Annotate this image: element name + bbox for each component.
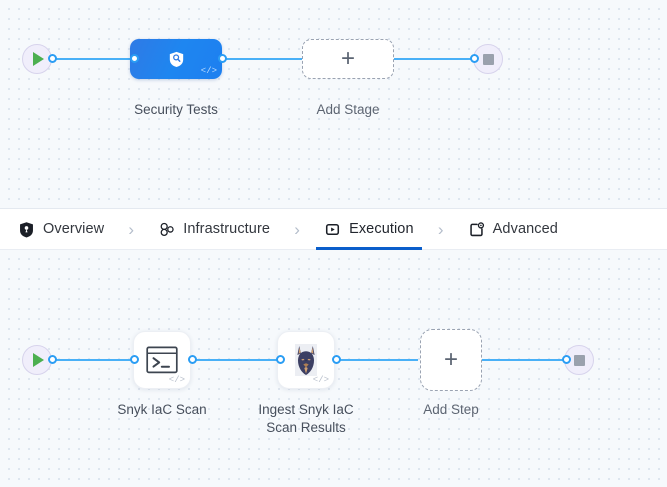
infrastructure-nodes-icon [160, 222, 174, 236]
port-stage-start-out[interactable] [48, 355, 57, 364]
edge-start-to-snyk-scan [52, 359, 134, 361]
stage-config-tabbar[interactable]: Overview › Infrastructure › Execution › … [0, 208, 667, 250]
tab-label: Execution [349, 221, 414, 237]
port-snyk-scan-out[interactable] [188, 355, 197, 364]
tab-advanced[interactable]: Advanced [464, 208, 562, 250]
stage-start-node[interactable] [22, 345, 52, 375]
tab-separator-icon: › [294, 219, 300, 239]
stop-icon [482, 53, 494, 65]
edge-addstage-to-end [390, 58, 474, 60]
edge-addstep-to-end [482, 359, 566, 361]
port-stage-end-in[interactable] [562, 355, 571, 364]
step-node-label: Ingest Snyk IaC Scan Results [258, 402, 354, 435]
plus-icon: + [443, 346, 458, 373]
tab-overview[interactable]: Overview [14, 208, 108, 250]
plus-icon: + [340, 45, 355, 72]
add-stage-button[interactable]: + [302, 39, 394, 79]
stop-icon [573, 354, 585, 366]
edge-snyk-scan-to-ingest [192, 359, 280, 361]
port-snyk-scan-in[interactable] [130, 355, 139, 364]
port-end-in[interactable] [470, 54, 479, 63]
advanced-gear-card-icon [469, 221, 484, 236]
execution-play-icon [326, 223, 340, 235]
edge-security-to-addstage [222, 58, 302, 60]
terminal-icon [146, 346, 178, 374]
play-icon [33, 353, 44, 367]
stage-canvas[interactable]: </> Security Tests + Add Stage [0, 0, 667, 208]
port-start-out[interactable] [48, 54, 57, 63]
shield-icon [20, 221, 33, 237]
edge-start-to-security [52, 58, 134, 60]
tab-label: Overview [43, 221, 105, 237]
edge-ingest-to-addstep [336, 359, 418, 361]
port-ingest-in[interactable] [276, 355, 285, 364]
tab-infrastructure[interactable]: Infrastructure [154, 208, 274, 250]
snyk-dog-icon [295, 344, 317, 376]
tab-execution[interactable]: Execution [316, 208, 422, 250]
tab-label: Advanced [492, 221, 558, 237]
shield-search-icon [169, 51, 183, 67]
step-canvas[interactable]: </> Snyk IaC Scan </> Ingest Snyk IaC Sc… [0, 250, 667, 487]
add-step-label: Add Step [423, 402, 479, 417]
add-step-button[interactable]: + [420, 329, 482, 391]
add-stage-label: Add Stage [316, 102, 380, 117]
step-node-ingest-snyk-results[interactable]: </> [277, 331, 335, 389]
tab-separator-icon: › [128, 219, 135, 239]
port-security-in[interactable] [130, 54, 139, 63]
tab-label: Infrastructure [183, 221, 271, 237]
play-icon [33, 52, 44, 66]
pipeline-start-node[interactable] [22, 44, 52, 74]
stage-node-security-tests[interactable]: </> [130, 39, 222, 79]
port-security-out[interactable] [218, 54, 227, 63]
code-badge: </> [168, 375, 185, 385]
step-node-snyk-iac-scan[interactable]: </> [133, 331, 191, 389]
code-badge: </> [200, 66, 217, 76]
stage-node-label: Security Tests [134, 102, 218, 117]
port-ingest-out[interactable] [332, 355, 341, 364]
code-badge: </> [312, 375, 329, 385]
tab-separator-icon: › [437, 219, 444, 239]
step-node-label: Snyk IaC Scan [117, 402, 207, 417]
